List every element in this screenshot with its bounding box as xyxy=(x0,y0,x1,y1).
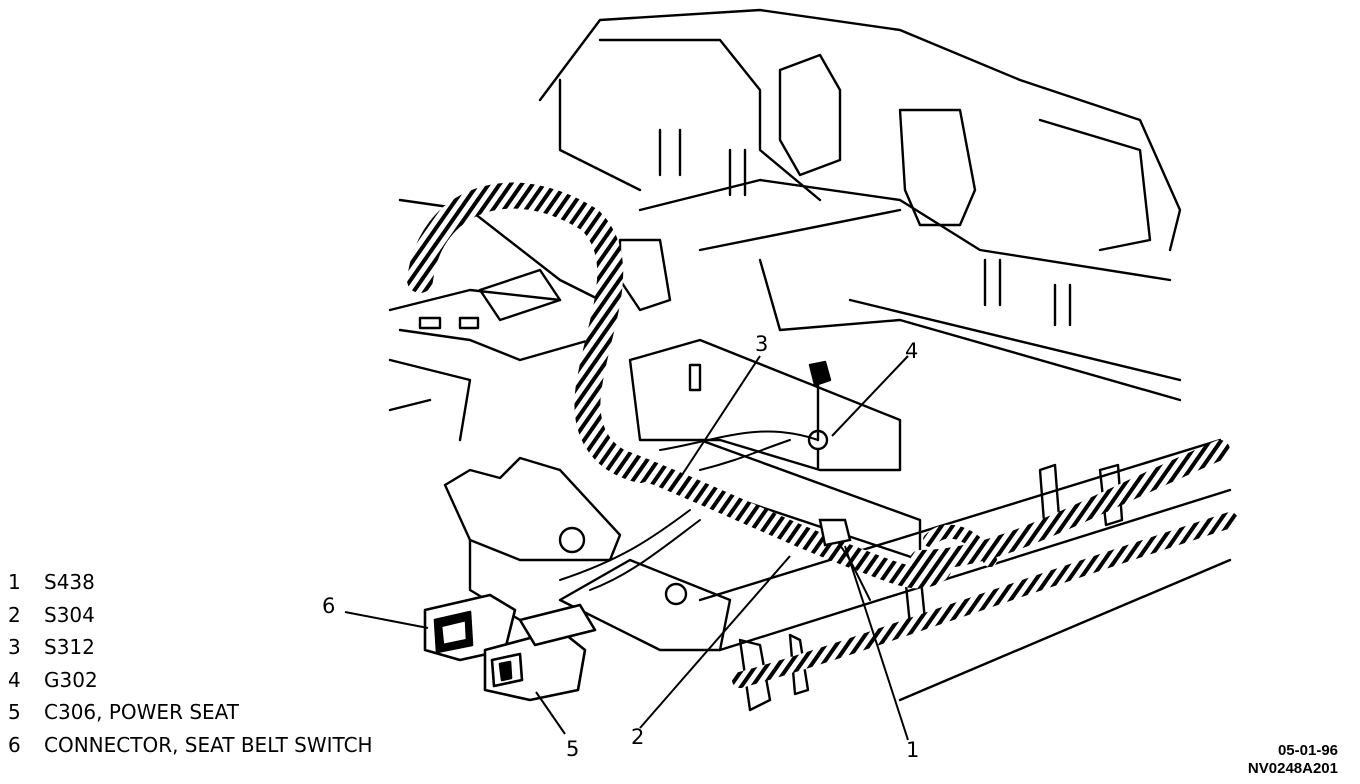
legend-number: 4 xyxy=(8,667,21,692)
figure-code: NV0248A201 xyxy=(1247,760,1338,777)
legend-item: 5 C306, POWER SEAT xyxy=(8,696,373,729)
legend-label: S438 xyxy=(44,570,95,594)
legend-item: 4 G302 xyxy=(8,664,373,697)
callout-6: 6 xyxy=(322,594,336,618)
legend-item: 2 S304 xyxy=(8,599,373,632)
legend-item: 1 S438 xyxy=(8,566,373,599)
legend-number: 1 xyxy=(8,570,21,594)
legend-number: 2 xyxy=(8,602,21,627)
legend-label: S312 xyxy=(44,635,95,660)
callout-1: 1 xyxy=(906,738,920,762)
revision-date: 05-01-96 xyxy=(1277,742,1338,759)
legend-number: 3 xyxy=(8,635,21,660)
legend-label: G302 xyxy=(44,667,98,692)
legend-item: 6 CONNECTOR, SEAT BELT SWITCH xyxy=(8,729,373,762)
legend: 1 S438 2 S304 3 S312 4 G302 5 C306, POWER SEA… xyxy=(8,566,373,762)
callout-3: 3 xyxy=(755,332,769,356)
callout-4: 4 xyxy=(905,339,919,363)
legend-label: CONNECTOR, SEAT BELT SWITCH xyxy=(44,732,373,757)
callout-5: 5 xyxy=(566,737,580,761)
legend-label: S304 xyxy=(44,602,95,627)
legend-number: 6 xyxy=(8,732,21,757)
callout-2: 2 xyxy=(631,725,645,749)
legend-number: 5 xyxy=(8,700,21,725)
legend-item: 3 S312 xyxy=(8,631,373,664)
legend-label: C306, POWER SEAT xyxy=(44,700,239,725)
